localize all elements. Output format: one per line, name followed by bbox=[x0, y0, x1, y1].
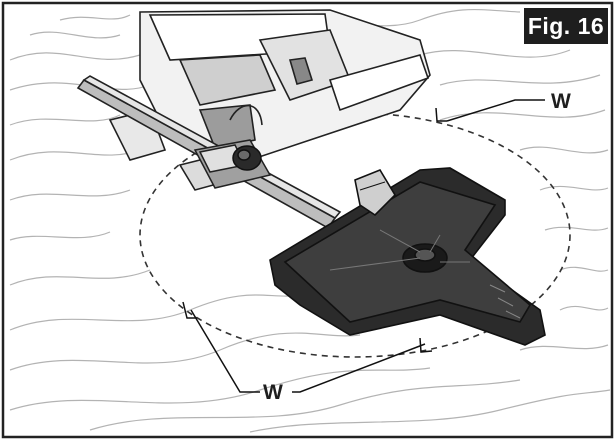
callout-label-lower: W bbox=[263, 381, 283, 404]
figure-number-badge: Fig. 16 bbox=[524, 8, 608, 44]
callout-leaders bbox=[190, 99, 545, 393]
clamp-knob bbox=[232, 145, 262, 171]
w-mark-left bbox=[182, 301, 197, 319]
circle-cutting-attachment bbox=[269, 167, 546, 346]
w-marks bbox=[182, 107, 447, 353]
w-mark-top-right bbox=[435, 107, 447, 122]
w-mark-bottom bbox=[419, 337, 433, 353]
callout-label-upper: W bbox=[551, 90, 571, 113]
jigsaw-body bbox=[139, 9, 431, 161]
